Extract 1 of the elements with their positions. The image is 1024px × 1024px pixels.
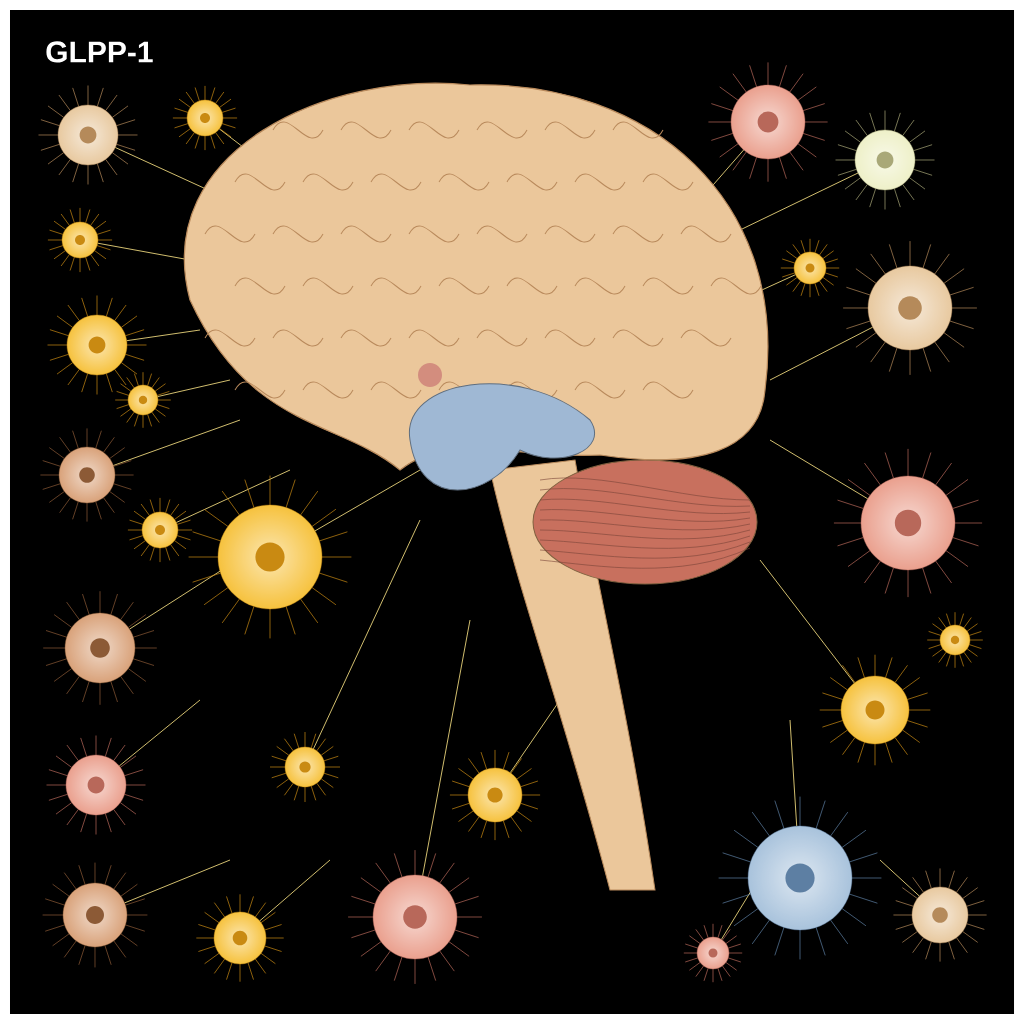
title: GLPP-1 [46,41,153,63]
